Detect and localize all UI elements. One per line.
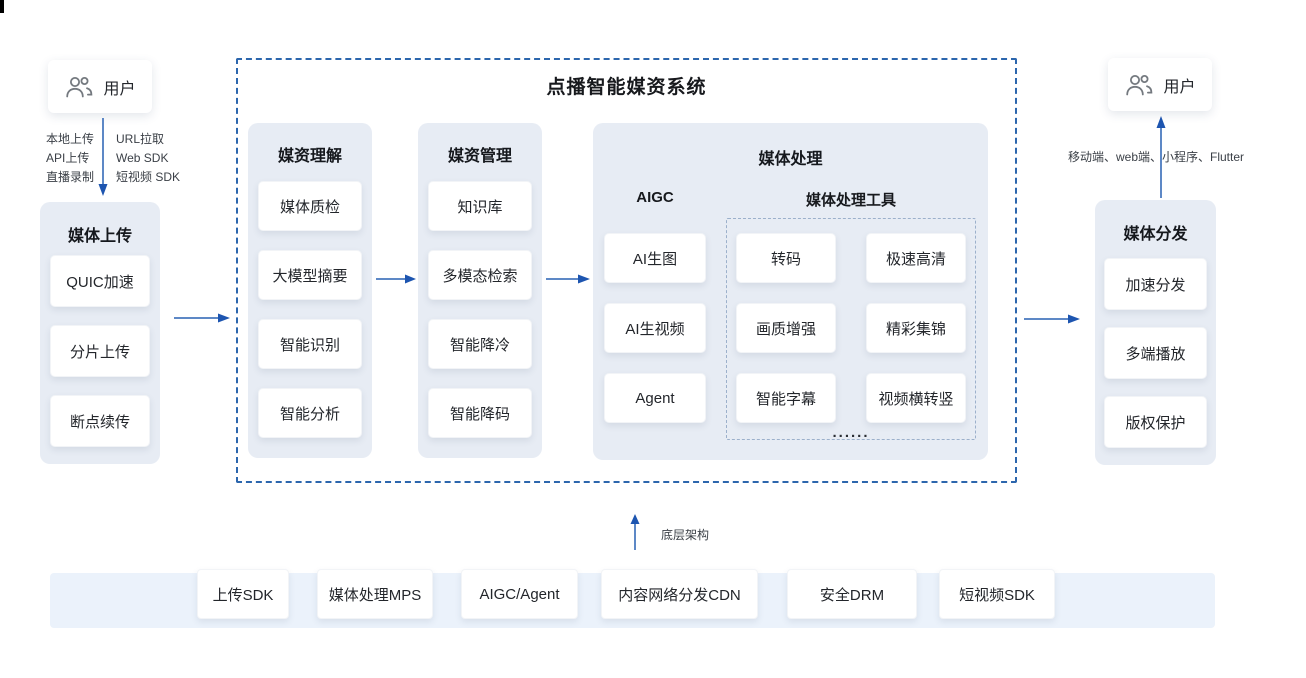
card-llm-summary: 大模型摘要 — [258, 250, 362, 300]
card-ai-image: AI生图 — [604, 233, 706, 283]
infra-mps: 媒体处理MPS — [317, 569, 433, 619]
tools-ellipsis: ...... — [832, 424, 870, 441]
left-user-box: 用户 — [48, 60, 152, 113]
panel-title: 媒体分发 — [1123, 226, 1188, 243]
upload-method: 短视频 SDK — [116, 170, 181, 185]
card-multimodal-search: 多模态检索 — [428, 250, 532, 300]
right-user-label: 用户 — [1163, 78, 1196, 96]
users-icon — [1124, 73, 1154, 97]
arrow-distribution-to-user — [1156, 116, 1166, 198]
upload-method: 本地上传 — [46, 132, 95, 146]
card-landscape-to-portrait: 视频横转竖 — [866, 373, 966, 423]
aigc-label: AIGC — [636, 189, 674, 206]
upload-method: URL拉取 — [116, 132, 165, 146]
arrow-management-to-processing — [546, 274, 590, 284]
upload-methods-left: 本地上传 API上传 直播录制 — [46, 130, 94, 188]
card-agent: Agent — [604, 373, 706, 423]
card-copyright-protection: 版权保护 — [1104, 396, 1207, 448]
card-smart-cooling: 智能降冷 — [428, 319, 532, 369]
panel-title: 媒体处理 — [758, 151, 823, 168]
card-highlights: 精彩集锦 — [866, 303, 966, 353]
processing-tools-boundary — [726, 218, 976, 440]
card-smart-recognition: 智能识别 — [258, 319, 362, 369]
infra-arrow-label: 底层架构 — [661, 528, 710, 542]
distribution-channels-label: 移动端、web端、小程序、Flutter — [1068, 150, 1245, 164]
card-multipart-upload: 分片上传 — [50, 325, 150, 377]
card-knowledge-base: 知识库 — [428, 181, 532, 231]
arrow-infra-to-system — [630, 514, 640, 550]
infra-aigc-agent: AIGC/Agent — [461, 569, 578, 619]
card-ai-video: AI生视频 — [604, 303, 706, 353]
panel-title: 媒资管理 — [447, 148, 512, 165]
arrow-system-to-distribution — [1024, 314, 1080, 324]
card-quality-enhance: 画质增强 — [736, 303, 836, 353]
card-resume-upload: 断点续传 — [50, 395, 150, 447]
left-user-label: 用户 — [103, 80, 136, 98]
card-smart-subtitle: 智能字幕 — [736, 373, 836, 423]
upload-method: 直播录制 — [46, 170, 95, 185]
processing-tools-label: 媒体处理工具 — [805, 192, 896, 209]
card-smart-analysis: 智能分析 — [258, 388, 362, 438]
upload-method: API上传 — [46, 151, 90, 166]
system-title: 点播智能媒资系统 — [546, 77, 707, 98]
infra-drm: 安全DRM — [787, 569, 917, 619]
infra-cdn: 内容网络分发CDN — [601, 569, 758, 619]
system-boundary — [236, 58, 1017, 483]
arrow-upload-to-system — [174, 313, 230, 323]
card-accelerated-distribution: 加速分发 — [1104, 258, 1207, 310]
card-multi-platform-playback: 多端播放 — [1104, 327, 1207, 379]
panel-title: 媒资理解 — [277, 148, 342, 165]
screen-edge-artifact — [0, 0, 4, 13]
card-quality-check: 媒体质检 — [258, 181, 362, 231]
card-fast-hd: 极速高清 — [866, 233, 966, 283]
right-user-box: 用户 — [1108, 58, 1212, 111]
card-quic: QUIC加速 — [50, 255, 150, 307]
infra-short-video-sdk: 短视频SDK — [939, 569, 1055, 619]
panel-title: 媒体上传 — [67, 228, 132, 245]
arrow-understanding-to-management — [376, 274, 416, 284]
infra-upload-sdk: 上传SDK — [197, 569, 289, 619]
users-icon — [64, 75, 94, 99]
upload-methods-right: URL拉取 Web SDK 短视频 SDK — [116, 130, 180, 188]
card-smart-bitrate: 智能降码 — [428, 388, 532, 438]
upload-method: Web SDK — [116, 151, 169, 166]
card-transcode: 转码 — [736, 233, 836, 283]
arrow-user-to-upload — [98, 118, 108, 196]
